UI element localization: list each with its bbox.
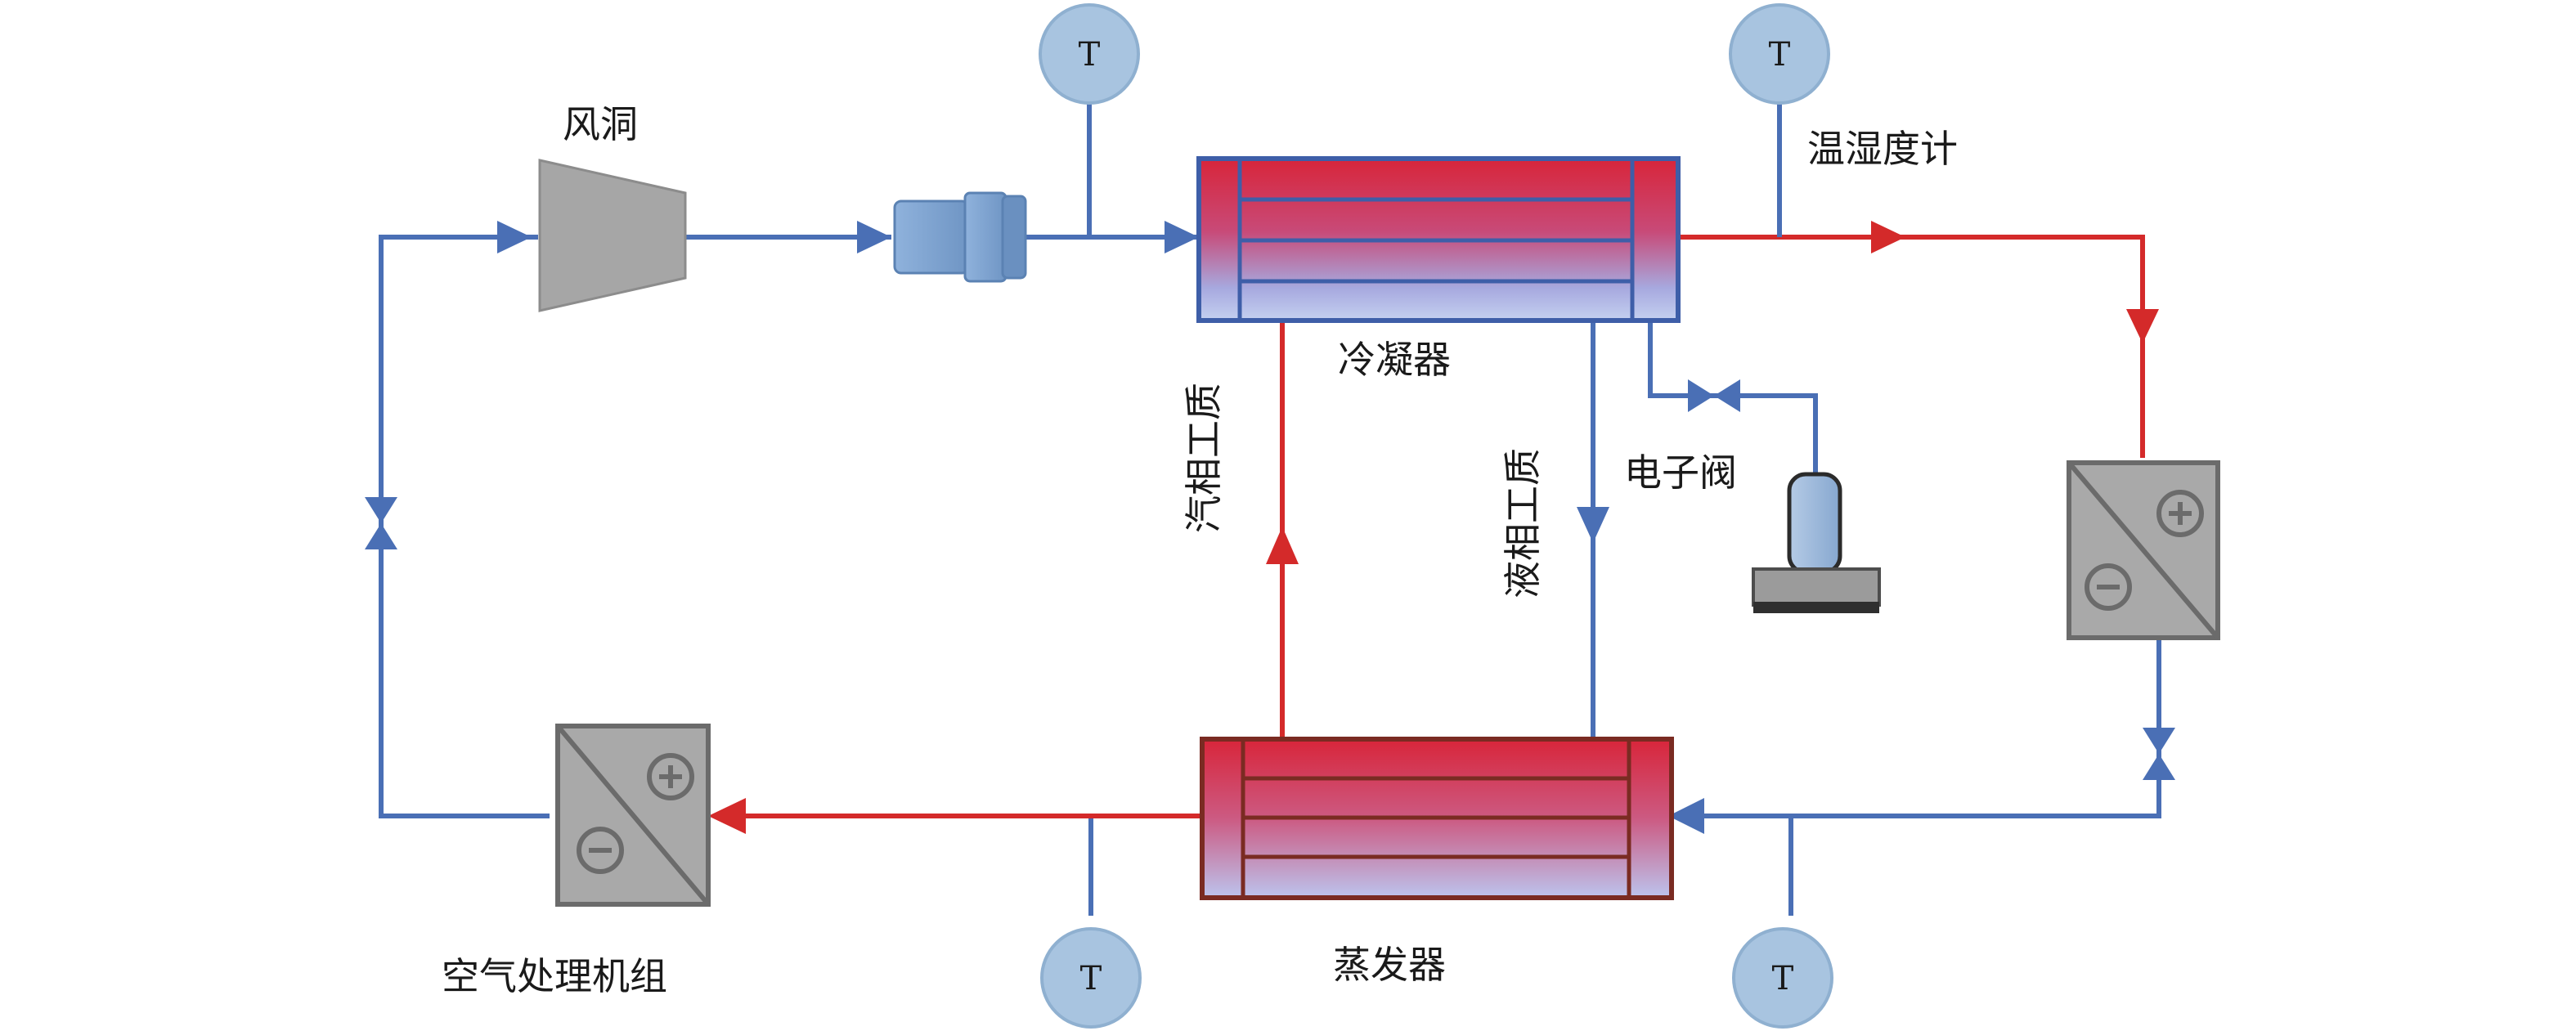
arrow-hot-right: [1871, 221, 1905, 253]
left-return-pipe: [379, 235, 550, 818]
air-handling-unit-label: 空气处理机组: [442, 954, 667, 998]
temperature-sensor-bottom-left: T: [1040, 927, 1142, 1029]
temperature-sensors: T T T T: [1039, 3, 1833, 1029]
electronic-valve-symbol: [1688, 379, 1740, 412]
plus-icon: [647, 753, 694, 800]
liquid-phase-label: 液相工质: [1501, 448, 1545, 598]
hygrometer-label: 温湿度计: [1807, 127, 1958, 171]
evaporator-label: 蒸发器: [1333, 943, 1446, 987]
condenser-label: 冷凝器: [1338, 338, 1451, 382]
left-loop-valve: [365, 497, 397, 549]
sensor-label: T: [1769, 36, 1791, 74]
plus-icon: [2156, 490, 2204, 537]
arrow-into-condenser: [1165, 221, 1199, 253]
right-control-unit: [2067, 460, 2220, 640]
right-return-pipe: [1668, 638, 2161, 818]
arrow-to-air-unit: [708, 798, 746, 834]
electronic-valve-label: 电子阀: [1624, 451, 1737, 495]
flow-arrows: [497, 221, 2159, 834]
right-loop-valve: [2143, 728, 2175, 780]
arrow-into-tunnel: [497, 221, 532, 253]
electronic-valve-actuator: [1752, 472, 1881, 613]
wind-tunnel: [538, 159, 687, 312]
sensor-label: T: [1080, 960, 1102, 997]
arrow-vapor-up: [1266, 527, 1299, 564]
hot-pipes: [716, 235, 2145, 818]
minus-icon: [577, 827, 624, 874]
arrow-liquid-down: [1577, 507, 1609, 543]
fan: [893, 191, 1027, 283]
condenser: [1196, 156, 1681, 323]
arrow-into-evaporator: [1668, 798, 1704, 834]
arrow-into-fan: [857, 221, 891, 253]
labels: 风洞 冷凝器 蒸发器 温湿度计 电子阀 空气处理机组 汽相工质 液相工质: [442, 102, 1958, 998]
air-handling-unit: [555, 724, 711, 907]
minus-icon: [2085, 563, 2132, 611]
wind-tunnel-label: 风洞: [563, 102, 638, 146]
valves: [365, 379, 2175, 780]
sensor-label: T: [1772, 960, 1794, 997]
temperature-sensor-bottom-right: T: [1732, 927, 1833, 1029]
sensor-label: T: [1079, 36, 1101, 74]
evaporator: [1200, 737, 1674, 900]
arrow-hot-down: [2126, 309, 2159, 343]
vapor-phase-label: 汽相工质: [1182, 383, 1226, 533]
condenser-outlet-pipe: [1676, 235, 2145, 458]
temperature-sensor-top-left: T: [1039, 3, 1140, 105]
temperature-sensor-top-right: T: [1729, 3, 1830, 105]
